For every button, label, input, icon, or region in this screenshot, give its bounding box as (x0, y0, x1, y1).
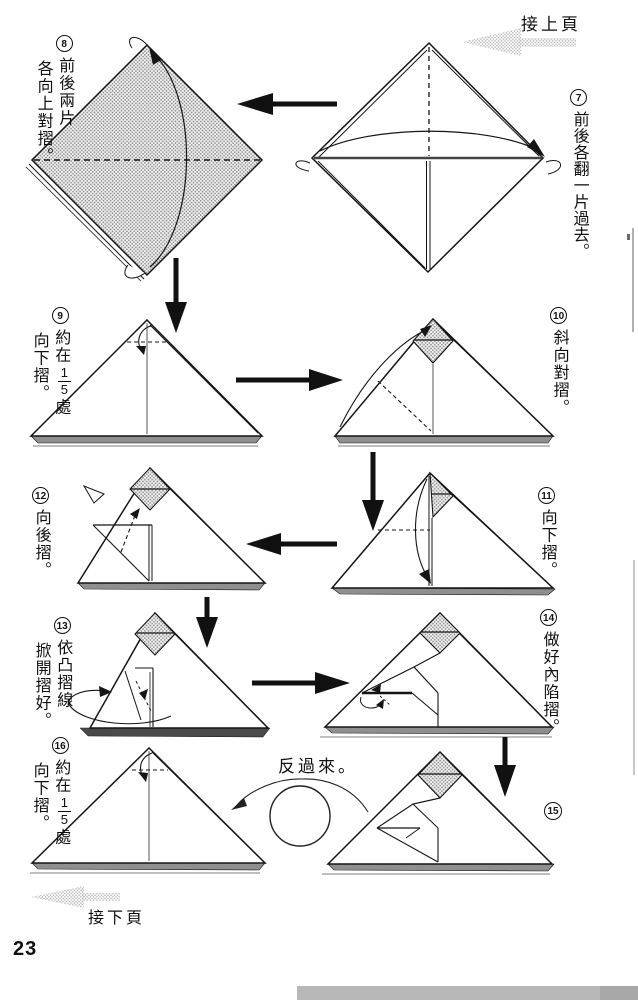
step-7-number-badge: 7 (570, 89, 588, 106)
step-16-diagram (30, 746, 267, 874)
step-7-label: 7前後各翻一片過去。 (568, 88, 590, 260)
step-14-diagram (320, 611, 555, 738)
step-14-label: 14做好內陷摺。 (538, 608, 560, 736)
step-12-diagram (76, 466, 267, 591)
arrow-step11-to-step12 (246, 533, 337, 555)
step-15-diagram (322, 750, 555, 875)
step-15-number-badge: 15 (544, 802, 562, 820)
step-13-diagram (68, 611, 271, 738)
step-13-instruction-col-1: 13依凸摺線 (52, 616, 74, 730)
prev-page-label: 接上頁 (521, 15, 581, 34)
step-10-number-badge: 10 (550, 307, 568, 324)
scan-artifacts (297, 228, 638, 1000)
step-13-number-badge: 13 (53, 617, 71, 634)
step-12-number-badge: 12 (32, 487, 50, 504)
next-page-label: 接下頁 (88, 910, 146, 927)
step-10-diagram (333, 317, 555, 447)
step-16-instruction-col-2: 向下摺。 (30, 762, 48, 832)
step-13-instruction-col-2: 掀開摺好。 (32, 642, 50, 730)
step-12-instruction-col-1: 12向後摺。 (30, 486, 52, 579)
step-11-instruction-col-1: 11向下摺。 (536, 486, 558, 579)
step-13-label: 13依凸摺線 掀開摺好。 (30, 616, 73, 730)
step-11-label: 11向下摺。 (536, 486, 558, 579)
step-7-diagram (295, 41, 561, 274)
step-14-number-badge: 14 (540, 609, 558, 626)
next-page-arrow-icon (31, 886, 120, 908)
step-7-instruction-col-1: 7前後各翻一片過去。 (568, 88, 590, 260)
step-11-number-badge: 11 (538, 487, 556, 504)
step-9-instruction-col-2: 向下摺。 (30, 332, 48, 402)
step-8-instruction-col-2: 各向上對摺。 (34, 60, 52, 165)
step-8-number-badge: 8 (55, 35, 73, 52)
arrow-step7-to-step8 (237, 93, 337, 115)
step-11-diagram (330, 471, 556, 596)
arrow-step10-to-step11 (362, 452, 384, 531)
step-8-diagram (25, 37, 264, 282)
page-number: 23 (13, 938, 38, 960)
step-8-label: 8前後兩片 各向上對摺。 (32, 34, 75, 165)
step-9-number-badge: 9 (51, 307, 69, 324)
arrow-step14-to-step15 (494, 737, 516, 797)
step-16-number-badge: 16 (51, 737, 69, 754)
step-8-instruction-col-1: 8前後兩片 (54, 34, 76, 165)
step-10-label: 10斜向對摺。 (548, 306, 570, 417)
step-14-instruction-col-1: 14做好內陷摺。 (538, 608, 560, 736)
step-10-instruction-col-1: 10斜向對摺。 (548, 306, 570, 417)
flip-over-icon (231, 778, 369, 847)
arrow-step12-to-step13 (196, 597, 218, 648)
flip-over-note: 反過來。 (278, 757, 358, 776)
step-12-label: 12向後摺。 (30, 486, 52, 579)
arrow-step9-to-step10 (236, 369, 343, 391)
step-9-diagram (29, 318, 264, 447)
arrow-step13-to-step14 (252, 672, 350, 694)
arrow-step8-to-step9 (165, 258, 187, 333)
prev-page-arrow-icon (462, 28, 576, 56)
